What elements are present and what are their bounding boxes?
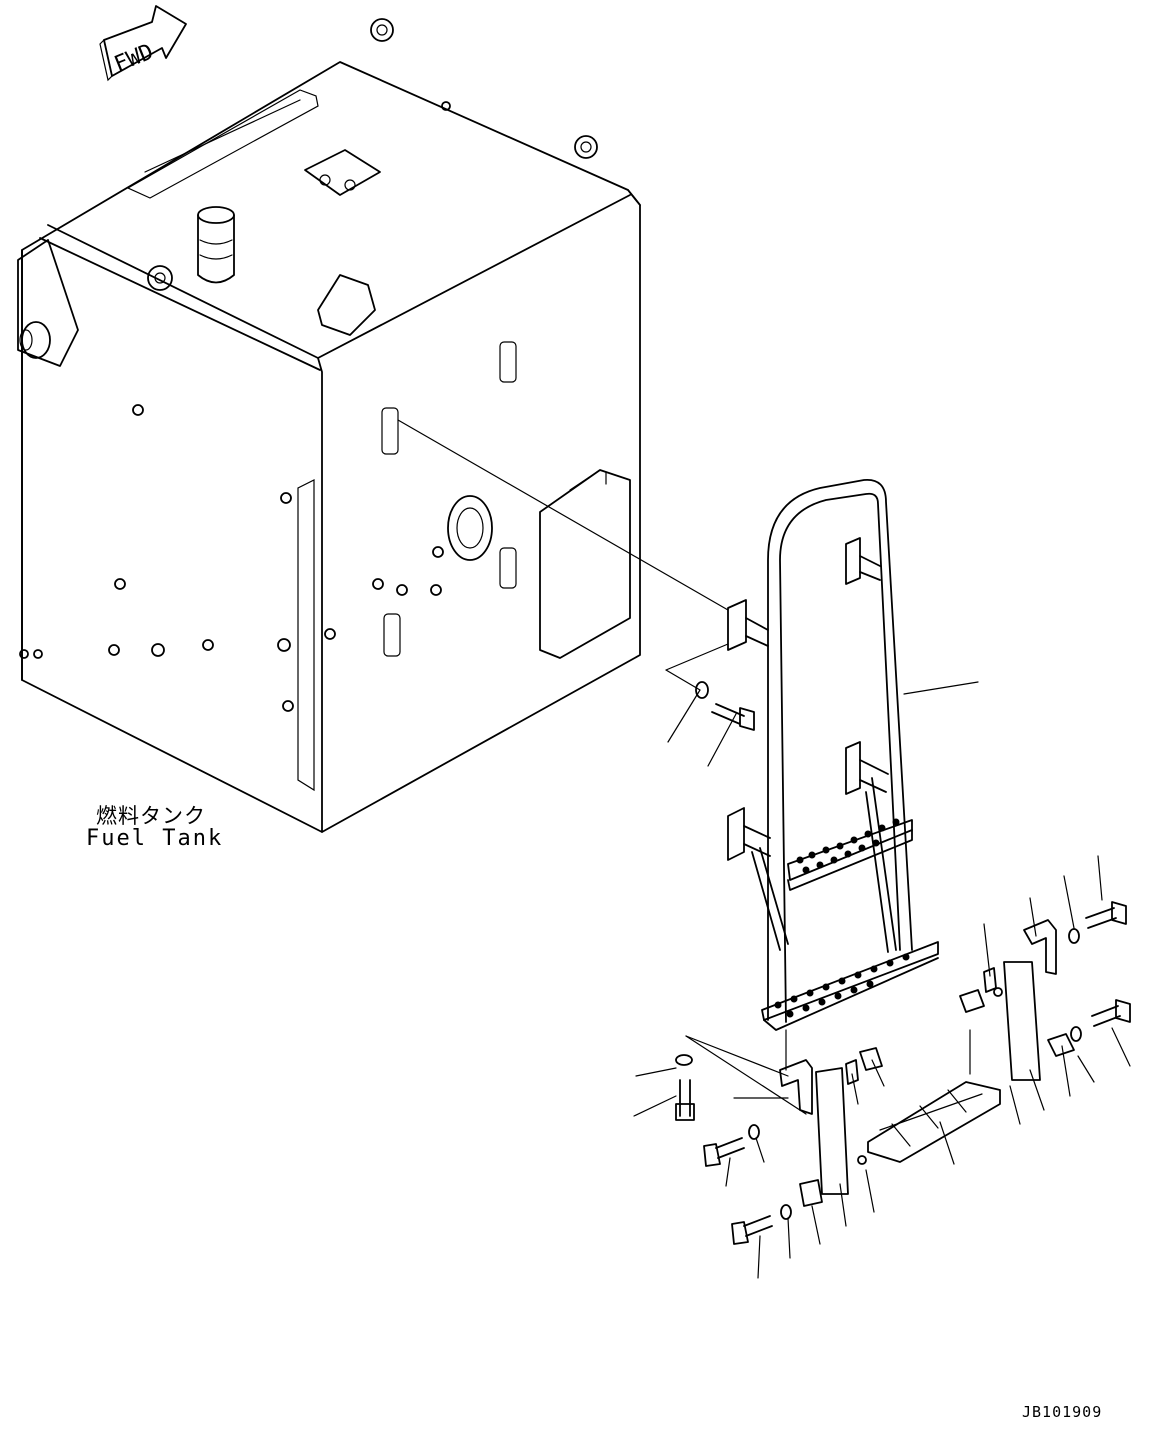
fuel-tank-label-jp: 燃料タンク (96, 804, 206, 828)
forward-arrow-icon: FWD (99, 5, 187, 82)
ladder-assembly-icon (727, 479, 939, 1031)
hardware-parts (675, 681, 1131, 1245)
drawing-id: JB101909 (1022, 1403, 1103, 1421)
fuel-tank (17, 18, 641, 833)
fuel-tank-label-en: Fuel Tank (86, 826, 224, 851)
callout-leaders (633, 643, 1131, 1279)
fwd-label: FWD (111, 39, 157, 77)
